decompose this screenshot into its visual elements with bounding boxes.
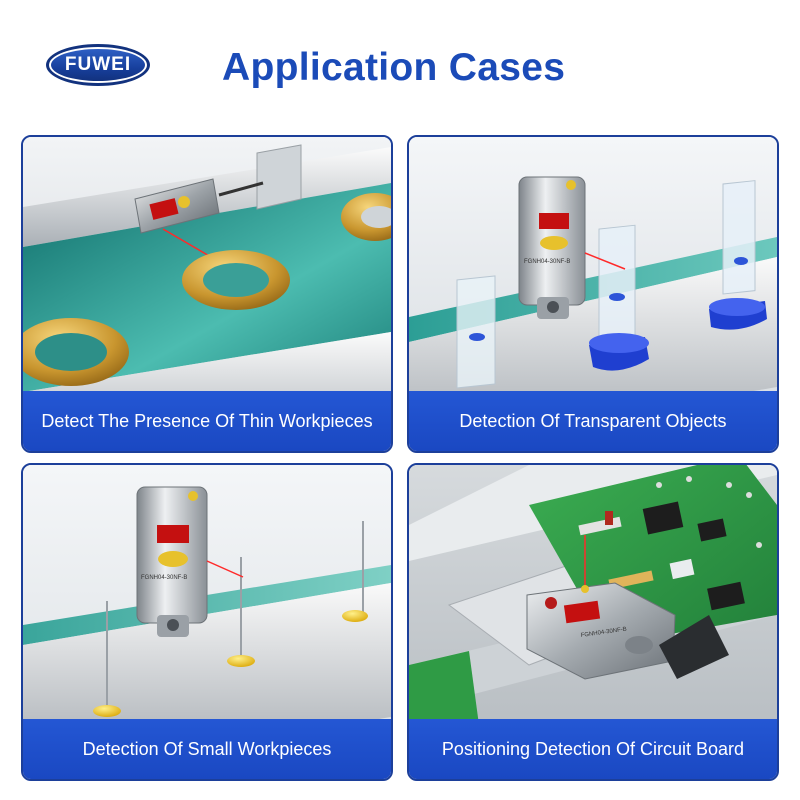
case-card-small-workpieces: FGNH04-30NF-B Detection Of Small Workpie… [21, 463, 393, 781]
case-card-thin-workpieces: Detect The Presence Of Thin Workpieces [21, 135, 393, 453]
fuwei-logo: FUWEI [46, 44, 150, 86]
thin-workpieces-illustration [23, 137, 391, 451]
card-label: Positioning Detection Of Circuit Board [409, 719, 777, 779]
brass-washer [23, 318, 129, 386]
glass-slide [589, 224, 649, 371]
card-label: Detection Of Transparent Objects [409, 391, 777, 451]
logo-text: FUWEI [51, 49, 145, 81]
pin-workpiece [93, 601, 121, 717]
photoelectric-sensor: FGNH04-30NF-B [526, 535, 729, 680]
glass-slide [456, 275, 496, 389]
brass-washer [341, 193, 391, 241]
sensor-model-label: FGNH04-30NF-B [141, 575, 187, 581]
pin-workpiece [342, 521, 368, 622]
page-title: Application Cases [222, 46, 566, 89]
photoelectric-sensor: FGNH04-30NF-B [518, 176, 626, 319]
case-card-transparent-objects: FGNH04-30NF-B Detection Of Transparent O… [407, 135, 779, 453]
photoelectric-sensor: FGNH04-30NF-B [136, 486, 244, 637]
pin-workpiece [227, 557, 255, 667]
glass-slide [709, 180, 767, 330]
photoelectric-sensor [134, 178, 264, 258]
sensor-model-label: FGNH04-30NF-B [524, 259, 570, 265]
card-label: Detection Of Small Workpieces [23, 719, 391, 779]
brass-washer [182, 250, 290, 310]
card-label: Detect The Presence Of Thin Workpieces [23, 391, 391, 451]
case-card-circuit-board: FGNH04-30NF-B Positioning Detection Of C… [407, 463, 779, 781]
